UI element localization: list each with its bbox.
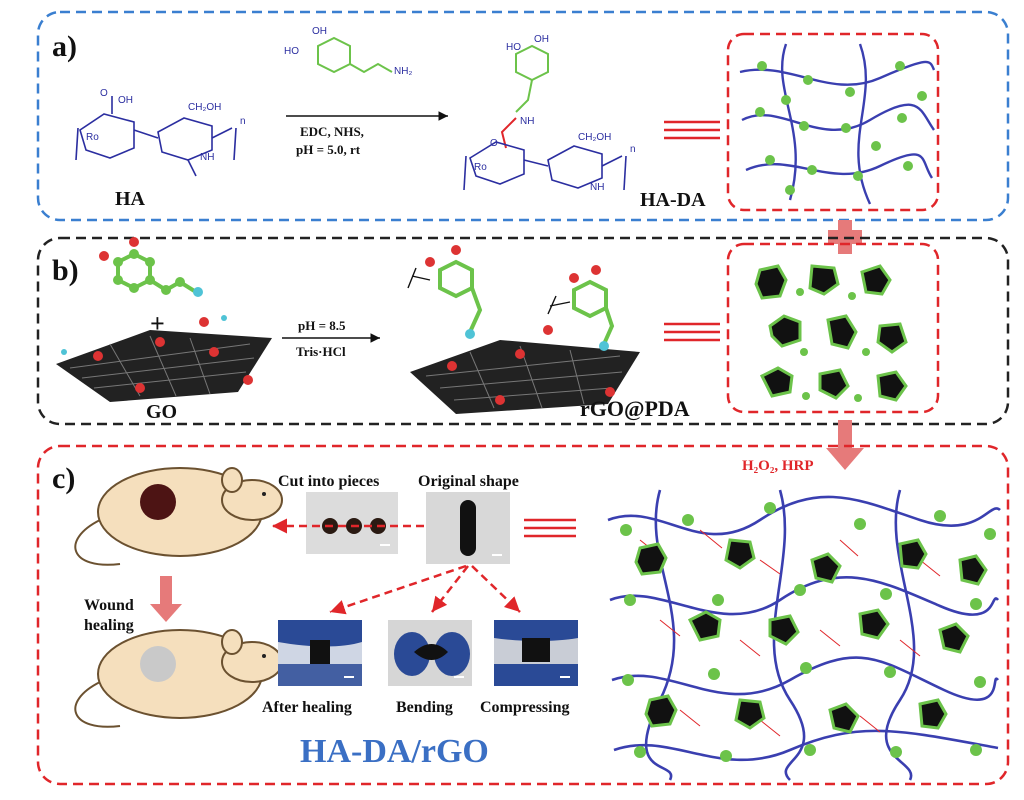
ha-da-structure (463, 44, 627, 191)
panel-c-letter: c) (52, 462, 75, 495)
panel-b-letter: b) (52, 254, 79, 287)
ha-da-ro: Ro (474, 162, 487, 173)
rgo-pda-model (407, 245, 640, 414)
wound-healing-arrow (150, 576, 182, 622)
panel-a-letter: a) (52, 30, 77, 63)
ha-da-ch2oh: CH₂OH (578, 132, 611, 143)
ha-da-label: HA-DA (640, 189, 706, 211)
rgo-pda-dots (796, 288, 870, 402)
after-healing-caption: After healing (262, 699, 352, 716)
mouse-wounded (74, 467, 283, 566)
ha-n-subscript: n (240, 116, 246, 127)
reaction-b-condition-1: pH = 8.5 (298, 318, 346, 333)
original-shape-caption: Original shape (418, 473, 519, 490)
equals-marker-a (664, 120, 720, 140)
reaction-a-condition-1: EDC, NHS, (300, 124, 364, 139)
composite-rgo-particles (634, 538, 988, 734)
ha-nh: NH (200, 152, 214, 163)
go-label: GO (146, 401, 177, 423)
panel-c: c) H₂O₂, HRP Wound healing Cut into pie (36, 444, 1010, 786)
dopamine-nh2: NH₂ (394, 66, 412, 77)
cut-into-pieces-caption: Cut into pieces (278, 473, 379, 490)
ha-ch2oh: CH₂OH (188, 102, 221, 113)
ha-ro: Ro (86, 132, 99, 143)
rgo-pda-particles-box (726, 242, 940, 414)
ha-da-n-subscript: n (630, 144, 636, 155)
photo-compressing (494, 620, 578, 686)
ha-o-top: O (100, 88, 108, 99)
arrow-to-compressing (471, 565, 521, 613)
reaction-b-condition-2: Tris·HCl (296, 344, 346, 359)
ha-oh-top: OH (118, 95, 133, 106)
panel-b: b) + GO pH = 8.5 Tris·HCl (36, 236, 1010, 426)
dopamine-model (99, 237, 203, 297)
ha-da-ho: HO (506, 42, 521, 53)
arrow-to-after-healing (329, 564, 467, 615)
ha-da-nh-2: NH (590, 182, 604, 193)
panel-a-border (36, 10, 1010, 222)
down-arrow-to-c (826, 420, 864, 470)
go-sheet (56, 315, 272, 402)
equals-marker-c (524, 518, 576, 538)
dopamine-oh-2: OH (312, 26, 327, 37)
dopamine-reagent (317, 36, 393, 74)
compressing-caption: Compressing (480, 699, 570, 716)
rgo-pda-particles (754, 264, 908, 402)
ha-da-network-box (726, 32, 940, 212)
ha-da-nh: NH (520, 116, 534, 127)
photo-original-shape (426, 492, 510, 564)
dopamine-ho-1: HO (284, 46, 299, 57)
composite-network (607, 489, 1001, 781)
h2o2-hrp-label: H₂O₂, HRP (742, 458, 814, 474)
reaction-a-condition-2: pH = 5.0, rt (296, 142, 361, 157)
ha-da-rgo-title: HA-DA/rGO (300, 733, 489, 770)
ha-structure (75, 96, 237, 177)
panel-b-border (36, 236, 1010, 426)
panel-c-border (36, 444, 1010, 786)
photo-bending (388, 620, 472, 686)
ha-da-o: O (490, 138, 498, 149)
composite-links (639, 529, 941, 737)
ha-label: HA (115, 188, 146, 210)
equals-marker-b (664, 322, 720, 342)
mouse-healed (74, 629, 283, 728)
wound-label-1: Wound (84, 597, 134, 614)
panel-a: a) OH O CH₂OH Ro NH n HA HO OH NH₂ EDC, … (36, 10, 1010, 222)
photo-cut-pieces (306, 492, 398, 554)
composite-dopamine-nodes (620, 502, 996, 762)
bending-caption: Bending (396, 699, 453, 716)
arrow-to-bending (431, 565, 469, 613)
ha-da-network (739, 43, 936, 205)
wound-label-2: healing (84, 617, 134, 634)
photo-after-healing (278, 620, 362, 686)
rgo-pda-label: rGO@PDA (580, 396, 690, 421)
ha-da-oh: OH (534, 34, 549, 45)
